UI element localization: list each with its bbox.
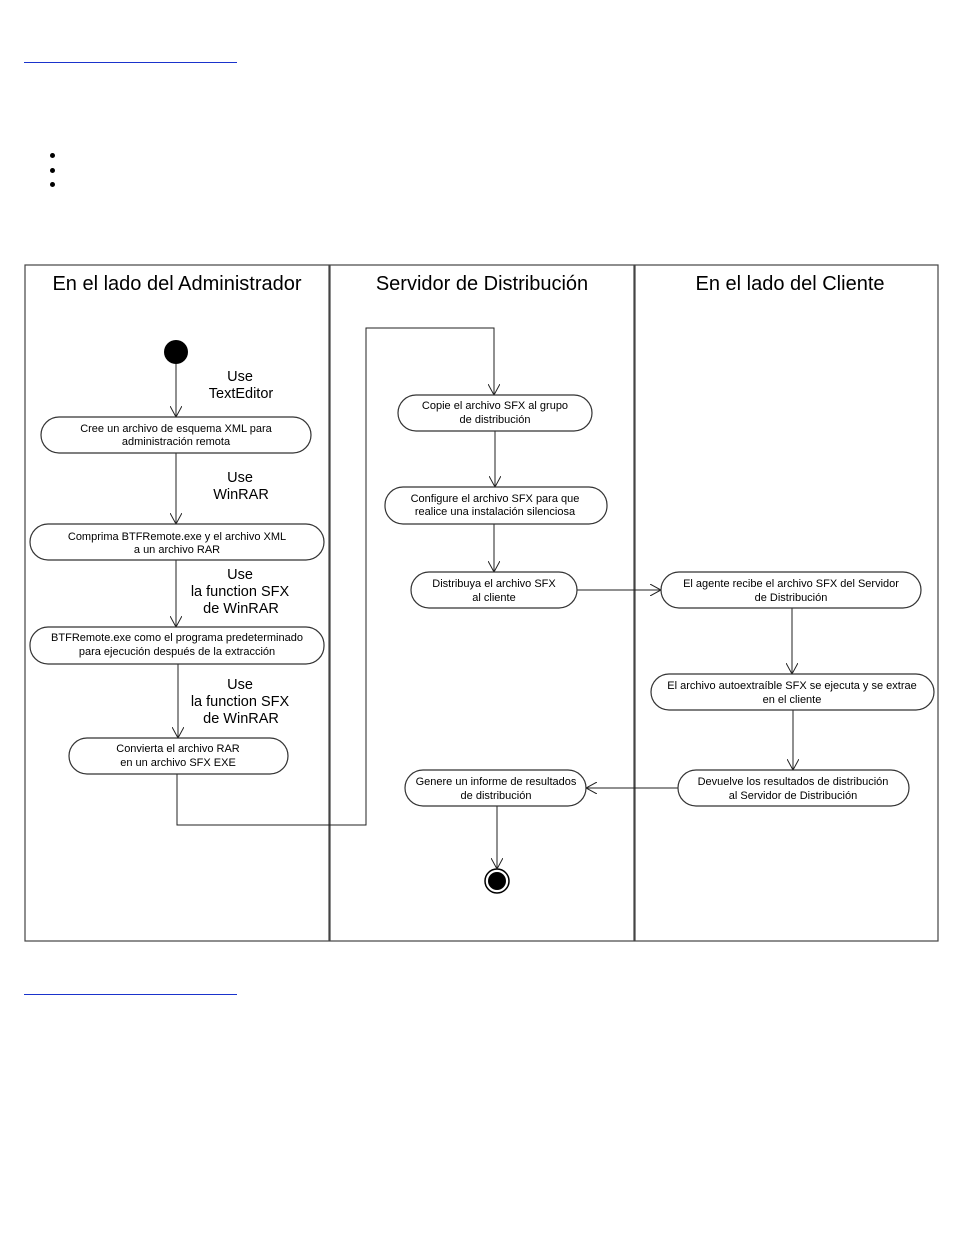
activity-n2-line2: a un archivo RAR (134, 544, 220, 556)
activity-n8-line2: de Distribución (755, 592, 828, 604)
activity-n6: Configure el archivo SFX para que realic… (384, 486, 608, 525)
activity-n4-line2: en un archivo SFX EXE (120, 757, 236, 769)
activity-n9-line2: en el cliente (763, 694, 822, 706)
activity-n10-line2: al Servidor de Distribución (729, 790, 857, 802)
activity-n7: Distribuya el archivo SFX al cliente (410, 571, 578, 609)
activity-n8: El agente recibe el archivo SFX del Serv… (660, 571, 922, 609)
note-texteditor: Use TextEditor (209, 369, 274, 402)
note-winrar: Use WinRAR (213, 470, 269, 503)
note3-line1: Use (227, 567, 253, 583)
note-sfx-1: Use la function SFX de WinRAR (191, 567, 290, 617)
activity-n9: El archivo autoextraíble SFX se ejecuta … (650, 673, 935, 711)
lane-admin (24, 264, 330, 942)
note-sfx-2: Use la function SFX de WinRAR (191, 677, 290, 727)
activity-n4: Convierta el archivo RAR en un archivo S… (68, 737, 289, 775)
activity-n1: Cree un archivo de esquema XML para admi… (40, 416, 312, 454)
activity-n3: BTFRemote.exe como el programa predeterm… (29, 626, 325, 665)
activity-n6-line1: Configure el archivo SFX para que (411, 493, 580, 505)
note4-line3: de WinRAR (203, 711, 279, 727)
activity-n10-line1: Devuelve los resultados de distribución (698, 776, 889, 788)
bullet-3 (50, 182, 55, 187)
note4-line2: la function SFX (191, 694, 290, 710)
activity-n1-line1: Cree un archivo de esquema XML para (80, 423, 272, 435)
note2-line1: Use (227, 470, 253, 486)
lane-title-admin: En el lado del Administrador (52, 273, 301, 295)
note4-line1: Use (227, 677, 253, 693)
top-link-underline[interactable] (24, 62, 237, 63)
note3-line2: la function SFX (191, 584, 290, 600)
lane-title-server: Servidor de Distribución (376, 273, 588, 295)
activity-n5-line1: Copie el archivo SFX al grupo (422, 400, 568, 412)
note1-line1: Use (227, 369, 253, 385)
end-node (484, 868, 510, 894)
start-node (164, 340, 188, 364)
activity-n11: Genere un informe de resultados de distr… (404, 769, 587, 807)
bullet-2 (50, 167, 55, 173)
activity-n11-line2: de distribución (461, 790, 532, 802)
activity-n5: Copie el archivo SFX al grupo de distrib… (397, 394, 593, 432)
activity-n1-line2: administración remota (122, 436, 231, 448)
lane-title-client: En el lado del Cliente (695, 273, 884, 295)
activity-n2-line1: Comprima BTFRemote.exe y el archivo XML (68, 531, 286, 543)
note2-line2: WinRAR (213, 487, 269, 503)
lane-client (634, 264, 939, 942)
activity-n3-line1: BTFRemote.exe como el programa predeterm… (51, 632, 303, 644)
bullet-1 (50, 153, 55, 158)
activity-n11-line1: Genere un informe de resultados (416, 776, 577, 788)
lane-server (329, 264, 635, 942)
activity-n9-line1: El archivo autoextraíble SFX se ejecuta … (667, 680, 916, 692)
activity-n5-line2: de distribución (460, 414, 531, 426)
activity-n4-line1: Convierta el archivo RAR (116, 743, 240, 755)
activity-n8-line1: El agente recibe el archivo SFX del Serv… (683, 578, 899, 590)
bottom-link-underline[interactable] (24, 994, 237, 995)
activity-n7-line2: al cliente (472, 592, 515, 604)
note3-line3: de WinRAR (203, 601, 279, 617)
activity-n6-line2: realice una instalación silenciosa (415, 506, 576, 518)
activity-n2: Comprima BTFRemote.exe y el archivo XML … (29, 523, 325, 561)
activity-n7-line1: Distribuya el archivo SFX (432, 578, 556, 590)
note1-line2: TextEditor (209, 386, 274, 402)
activity-n3-line2: para ejecución después de la extracción (79, 646, 275, 658)
activity-n10: Devuelve los resultados de distribución … (677, 769, 910, 807)
edge-n4-n5 (176, 327, 494, 826)
empty-bullet-list (46, 153, 55, 197)
